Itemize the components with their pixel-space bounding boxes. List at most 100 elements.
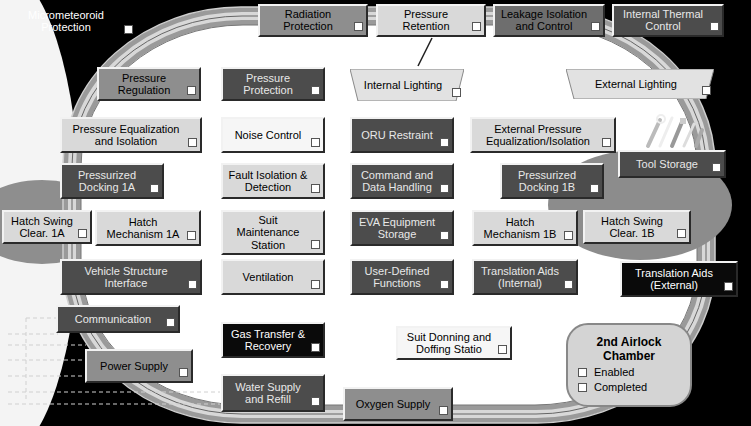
function-box: Suit Maintenance Station [221, 210, 325, 255]
function-box: Noise Control [221, 117, 325, 153]
checkbox [311, 86, 320, 95]
function-box: Ventilation [221, 259, 325, 295]
checkbox [702, 86, 711, 95]
checkbox [440, 138, 449, 147]
checkbox [452, 88, 461, 97]
checkbox [124, 25, 133, 34]
checkbox [591, 22, 600, 31]
checkbox [188, 280, 197, 289]
function-box: Micrometeoroid Protection [4, 4, 136, 38]
checkbox [78, 229, 87, 238]
box-label: External Pressure Equalization/Isolation [476, 123, 600, 148]
box-label: Hatch Mechanism 1A [101, 216, 185, 241]
box-label: Hatch Mechanism 1B [478, 216, 562, 241]
function-box: User-Defined Functions [350, 259, 454, 295]
function-box: Pressure Regulation [97, 67, 201, 101]
function-box: Pressure Equalization and Isolation [60, 117, 202, 153]
chamber-wall-inner [81, 25, 697, 405]
function-box: Pressurized Docking 1A [60, 163, 164, 199]
checkbox [311, 184, 320, 193]
box-label: Suit Maintenance Station [227, 214, 309, 251]
function-box: Pressurized Docking 1B [500, 163, 604, 199]
function-box: External Pressure Equalization/Isolation [470, 117, 616, 153]
function-box: Command and Data Handling [350, 163, 454, 199]
box-label: Command and Data Handling [356, 169, 438, 194]
box-label: Ventilation [243, 271, 294, 283]
checkbox [188, 138, 197, 147]
checkbox [578, 368, 587, 377]
box-label: Hatch Swing Clear. 1B [589, 215, 675, 240]
checkbox [712, 163, 721, 172]
checkbox [166, 318, 175, 327]
lamp-outline [566, 69, 714, 99]
box-label: Gas Transfer & Recovery [227, 328, 309, 353]
checkbox [311, 397, 320, 406]
function-box: Hatch Swing Clear. 1A [2, 210, 92, 244]
checkbox [150, 184, 159, 193]
function-box: Vehicle Structure Interface [60, 259, 202, 295]
box-label: External Lighting [595, 78, 677, 90]
checkbox [354, 22, 363, 31]
checkbox [440, 280, 449, 289]
box-label: Communication [75, 313, 151, 325]
panel-heading: 2nd Airlock Chamber [578, 336, 680, 363]
checkbox [564, 280, 573, 289]
checkbox [472, 22, 481, 31]
leader-line [418, 38, 432, 66]
checkbox [440, 184, 449, 193]
checkbox [311, 240, 320, 249]
option-label: Completed [578, 381, 647, 393]
option-label: Enabled [578, 366, 634, 378]
function-box: Pressure Retention [376, 4, 486, 37]
box-label: Pressure Equalization and Isolation [66, 123, 186, 148]
box-label: Oxygen Supply [356, 398, 431, 410]
box-label: Micrometeoroid Protection [10, 9, 122, 34]
box-label: ORU Restraint [361, 129, 433, 141]
checkbox [498, 345, 507, 354]
function-box: Hatch Mechanism 1B [472, 210, 578, 246]
checkbox [710, 22, 719, 31]
box-label: Leakage Isolation and Control [499, 8, 589, 33]
function-box: Suit Donning and Doffing Statio [396, 326, 512, 360]
box-label: Pressurized Docking 1A [66, 169, 148, 194]
function-box: Internal Lighting [350, 69, 464, 101]
tool-icon [648, 115, 702, 146]
box-label: Translation Aids (Internal) [478, 265, 562, 290]
box-label: Hatch Swing Clear. 1A [8, 215, 76, 240]
box-label: Pressure Protection [227, 72, 309, 97]
checkbox [187, 86, 196, 95]
checkbox [311, 343, 320, 352]
box-label: Tool Storage [636, 158, 698, 170]
function-box: Pressure Protection [221, 67, 325, 101]
box-label: Radiation Protection [264, 8, 352, 33]
box-label: Vehicle Structure Interface [66, 265, 186, 290]
function-box: Gas Transfer & Recovery [221, 322, 325, 358]
checkbox [590, 184, 599, 193]
function-box: Fault Isolation & Detection [221, 163, 325, 199]
function-box: Internal Thermal Control [612, 4, 724, 37]
checkbox [578, 383, 587, 392]
option-panel: 2nd Airlock ChamberEnabledCompleted [566, 323, 692, 407]
function-box: Oxygen Supply [343, 387, 453, 421]
box-label: EVA Equipment Storage [356, 216, 438, 241]
function-box: Hatch Swing Clear. 1B [583, 210, 691, 244]
box-label: Pressurized Docking 1B [506, 169, 588, 194]
checkbox [602, 138, 611, 147]
function-box: Hatch Mechanism 1A [95, 210, 201, 246]
checkbox [179, 368, 188, 377]
lamp-outline [350, 69, 464, 101]
checkbox [564, 231, 573, 240]
box-label: Power Supply [100, 360, 168, 372]
box-label: Suit Donning and Doffing Statio [402, 331, 496, 356]
function-box: External Lighting [566, 69, 714, 99]
checkbox [440, 231, 449, 240]
box-label: Noise Control [235, 129, 302, 141]
box-label: Fault Isolation & Detection [227, 169, 309, 194]
checkbox [724, 282, 733, 291]
function-box: Leakage Isolation and Control [493, 4, 605, 37]
function-box: Translation Aids (External) [620, 261, 738, 297]
box-label: Water Supply and Refill [227, 381, 309, 406]
function-box: ORU Restraint [350, 117, 454, 153]
function-box: Communication [56, 305, 180, 333]
